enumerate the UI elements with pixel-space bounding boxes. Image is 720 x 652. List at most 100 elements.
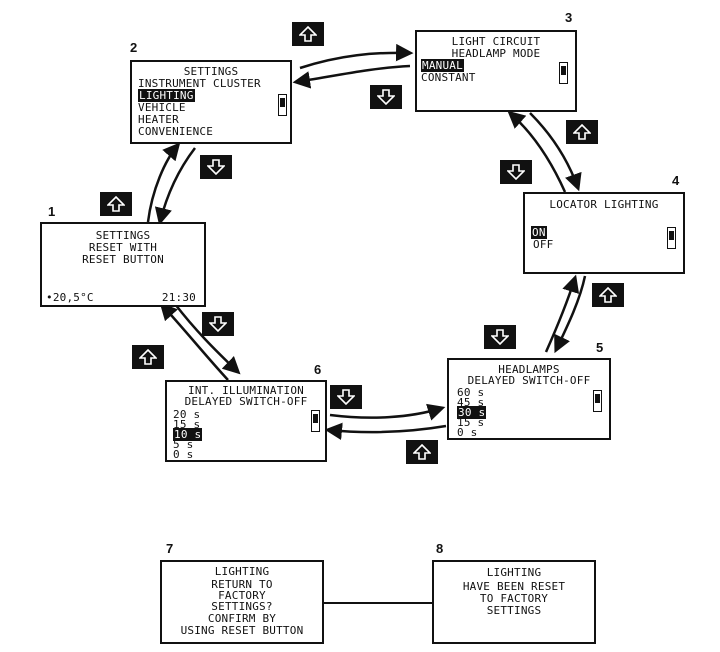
down-key-4-3: [500, 160, 532, 184]
scrollbar-indicator: [278, 94, 287, 116]
screen-line: SETTINGS: [95, 229, 151, 242]
down-key-6-5: [330, 385, 362, 409]
step-number-6: 6: [314, 362, 322, 377]
down-key-2-1: [200, 155, 232, 179]
arrow-6-to-5: [329, 403, 446, 421]
selected-lighting: LIGHTING: [138, 89, 195, 102]
screen-interior-illumination: INT. ILLUMINATION DELAYED SWITCH-OFF 20 …: [165, 380, 327, 462]
screen-line: LIGHTING: [486, 566, 542, 579]
step-number-7: 7: [166, 541, 174, 556]
up-arrow-icon: [299, 26, 317, 42]
option-item: 60 s: [457, 386, 485, 399]
step-number-2: 2: [130, 40, 138, 55]
up-key-3-4: [566, 120, 598, 144]
down-key-1-6: [202, 312, 234, 336]
arrow-1-to-2: [146, 142, 181, 223]
screen-title: HEADLAMPS: [498, 363, 560, 376]
down-arrow-icon: [337, 389, 355, 405]
step-number-4: 4: [672, 173, 680, 188]
down-arrow-icon: [507, 164, 525, 180]
up-key-5-6: [406, 440, 438, 464]
screen-reset-done: LIGHTING HAVE BEEN RESET TO FACTORY SETT…: [432, 560, 596, 644]
step-number-3: 3: [565, 10, 573, 25]
screen-line: HAVE BEEN RESET: [462, 580, 566, 593]
menu-item-selected: ON: [531, 226, 547, 239]
arrow-4-to-3: [507, 110, 567, 193]
option-item-selected: 30 s: [457, 406, 487, 419]
step-number-5: 5: [596, 340, 604, 355]
screen-line: CONFIRM BY: [207, 612, 277, 625]
arrow-2-to-1: [154, 147, 196, 226]
screen-subtitle: DELAYED SWITCH-OFF: [184, 395, 308, 408]
option-item: 15 s: [173, 418, 201, 431]
menu-item: VEHICLE: [138, 101, 186, 114]
screen-line: SETTINGS: [486, 604, 542, 617]
selected-on: ON: [531, 226, 547, 239]
arrow-1-to-6: [174, 303, 241, 375]
screen-subtitle: DELAYED SWITCH-OFF: [467, 374, 591, 387]
down-arrow-icon: [491, 329, 509, 345]
scrollbar-indicator: [311, 410, 320, 432]
menu-item: CONVENIENCE: [138, 125, 214, 138]
up-key-1-2: [100, 192, 132, 216]
selected-manual: MANUAL: [421, 59, 464, 72]
down-key-5-4: [484, 325, 516, 349]
up-arrow-icon: [139, 349, 157, 365]
menu-item: CONSTANT: [421, 71, 476, 84]
arrow-3-to-2: [292, 64, 411, 89]
arrow-2-to-3: [299, 43, 414, 70]
screen-line: TO FACTORY: [479, 592, 549, 605]
screen-title: SETTINGS: [183, 65, 239, 78]
screen-settings-reset: SETTINGS RESET WITH RESET BUTTON •20,5°C…: [40, 222, 206, 307]
up-arrow-icon: [599, 287, 617, 303]
option-item-selected: 10 s: [173, 428, 203, 441]
option-item: 15 s: [457, 416, 485, 429]
screen-line: SETTINGS?: [211, 600, 273, 613]
screen-light-circuit: LIGHT CIRCUIT HEADLAMP MODE MANUAL CONST…: [415, 30, 577, 112]
down-arrow-icon: [207, 159, 225, 175]
screen-line: USING RESET BUTTON: [180, 624, 304, 637]
arrow-3-to-4: [529, 112, 582, 192]
down-arrow-icon: [377, 89, 395, 105]
screen-line: RESET WITH: [88, 241, 158, 254]
screen-subtitle: HEADLAMP MODE: [451, 47, 541, 60]
scrollbar-indicator: [667, 227, 676, 249]
down-arrow-icon: [209, 316, 227, 332]
option-item: 45 s: [457, 396, 485, 409]
up-arrow-icon: [573, 124, 591, 140]
down-key-3-2: [370, 85, 402, 109]
up-key-4-5: [592, 283, 624, 307]
screen-line: LIGHTING: [214, 565, 270, 578]
screen-line: RETURN TO: [211, 578, 273, 591]
arrow-4-to-5: [554, 275, 587, 354]
menu-item: OFF: [533, 238, 554, 251]
screen-settings-menu: SETTINGS INSTRUMENT CLUSTER LIGHTING VEH…: [130, 60, 292, 144]
scrollbar-indicator: [593, 390, 602, 412]
menu-item: INSTRUMENT CLUSTER: [138, 77, 261, 90]
screen-title: LOCATOR LIGHTING: [549, 198, 659, 211]
screen-line: FACTORY: [218, 589, 266, 602]
menu-item: HEATER: [138, 113, 179, 126]
temperature-readout: •20,5°C: [46, 291, 94, 304]
arrow-5-to-4: [544, 274, 580, 353]
screen-confirm-reset: LIGHTING RETURN TO FACTORY SETTINGS? CON…: [160, 560, 324, 644]
clock-readout: 21:30: [161, 291, 196, 304]
option-item: 5 s: [173, 438, 194, 451]
up-arrow-icon: [107, 196, 125, 212]
menu-item-selected: LIGHTING: [138, 89, 195, 102]
menu-item-selected: MANUAL: [421, 59, 464, 72]
selected-delay: 30 s: [457, 406, 487, 419]
option-item: 0 s: [173, 448, 194, 461]
screen-locator-lighting: LOCATOR LIGHTING ON OFF: [523, 192, 685, 274]
selected-delay: 10 s: [173, 428, 203, 441]
screen-headlamps-delay: HEADLAMPS DELAYED SWITCH-OFF 60 s 45 s 3…: [447, 358, 611, 440]
up-arrow-icon: [413, 444, 431, 460]
up-key-6-1: [132, 345, 164, 369]
step-number-1: 1: [48, 204, 56, 219]
option-item: 0 s: [457, 426, 478, 439]
screen-title: LIGHT CIRCUIT: [451, 35, 541, 48]
arrow-5-to-6: [324, 422, 447, 441]
step-number-8: 8: [436, 541, 444, 556]
option-item: 20 s: [173, 408, 201, 421]
